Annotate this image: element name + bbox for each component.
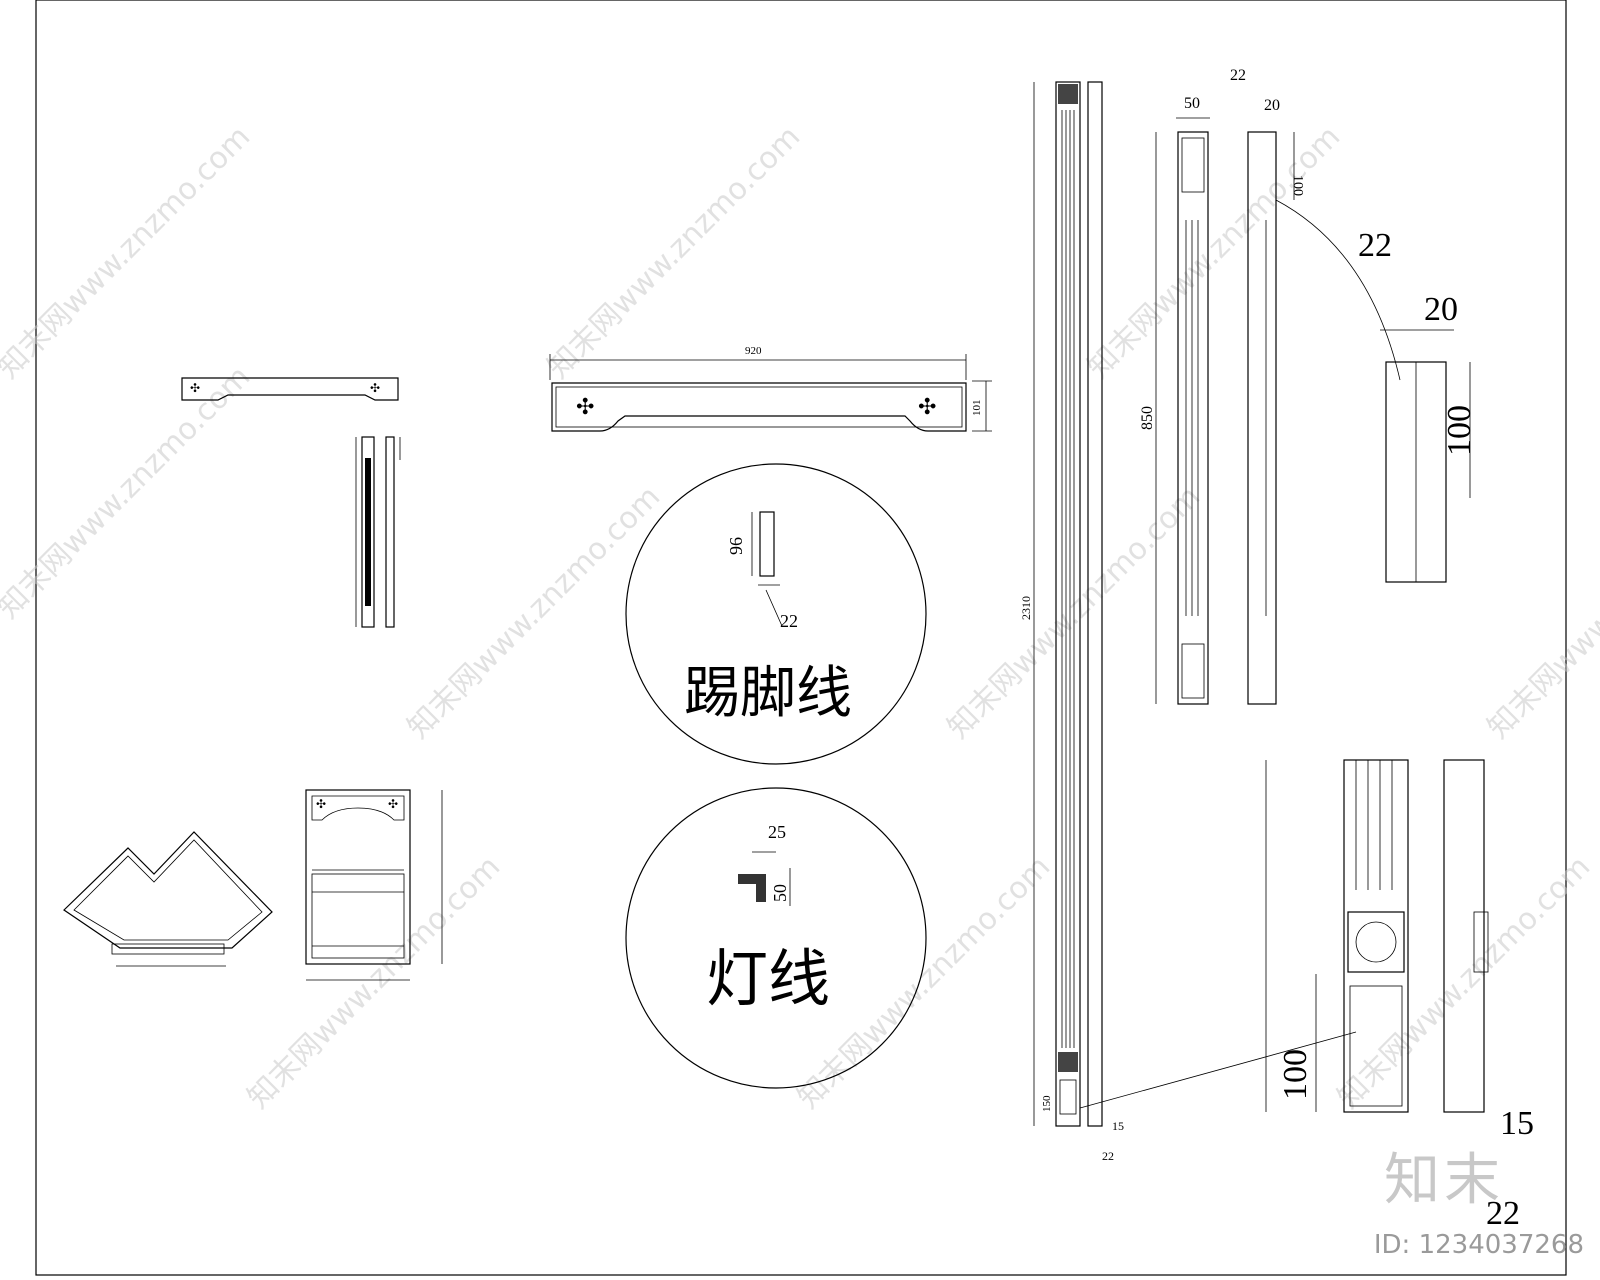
skirting-label: 踢脚线 [684,661,852,726]
dim-base-15: 15 [1500,1105,1534,1142]
drawing-frame [35,0,1567,1276]
svg-text:✣: ✣ [388,797,398,811]
pilaster-850: 50 850 22 20 100 [1139,67,1401,705]
svg-text:✣: ✣ [190,381,200,395]
watermark-text: 知末网www.znzmo.com [1481,479,1600,745]
small-top-bar: ✣ ✣ [181,377,399,401]
dim-pilaster-height: 850 [1139,406,1156,430]
dim-pilaster-depth-22: 22 [1230,67,1246,84]
dim-tall-height: 2310 [1019,596,1033,620]
cap-detail-enlarged: 22 20 100 [1358,227,1478,583]
dim-detail-20: 20 [1424,291,1458,328]
dim-detail-22: 22 [1358,227,1392,264]
top-bar-elevation: 920 ✣ ✣ 101 [549,345,992,432]
base-detail-enlarged: 100 15 22 [1265,759,1534,1232]
light-line-label: 灯线 [706,942,830,1015]
cabinet-elevation-view: ✣ ✣ [305,789,443,981]
tall-pilaster-elevation: 2310 150 15 22 [1019,81,1357,1163]
dim-tall-offset-15: 15 [1112,1119,1124,1133]
dim-pilaster-width: 50 [1184,95,1200,112]
svg-text:✣: ✣ [918,394,936,419]
dim-tall-base: 150 [1041,1095,1053,1112]
dim-skirting-height: 96 [726,537,746,555]
dim-pilaster-cap: 100 [1290,175,1305,196]
skirting-detail-circle: 96 22 踢脚线 [625,463,927,765]
dim-base-100: 100 [1277,1049,1314,1100]
dim-top-height: 101 [971,400,983,417]
watermark-text: 知末网www.znzmo.com [401,479,667,745]
dim-light-height: 50 [770,884,790,902]
watermark-text: 知末网www.znzmo.com [791,849,1057,1115]
svg-text:✣: ✣ [370,381,380,395]
drawing-id-label: ID: 1234037268 [1373,1230,1584,1260]
dim-pilaster-depth-20: 20 [1264,97,1280,114]
watermark-text: 知末网www.znzmo.com [241,849,507,1115]
dim-base-22: 22 [1486,1195,1520,1232]
small-pilaster-pair [355,436,401,628]
svg-text:✣: ✣ [576,394,594,419]
watermark-text: 知末网www.znzmo.com [1081,119,1347,385]
watermark-text: 知末网www.znzmo.com [0,119,257,385]
dim-top-width: 920 [745,345,762,357]
svg-text:✣: ✣ [316,797,326,811]
watermark-text: 知末网www.znzmo.com [541,119,807,385]
dim-light-width: 25 [768,822,786,842]
watermark-text: 知末网www.znzmo.com [1331,849,1597,1115]
light-line-detail-circle: 25 50 灯线 [625,787,927,1089]
brand-logo-watermark: 知末 [1384,1148,1504,1213]
dim-tall-offset-22: 22 [1102,1149,1114,1163]
dim-detail-100: 100 [1441,405,1478,456]
dim-skirting-thickness: 22 [780,611,798,631]
cabinet-plan-view [63,831,273,967]
